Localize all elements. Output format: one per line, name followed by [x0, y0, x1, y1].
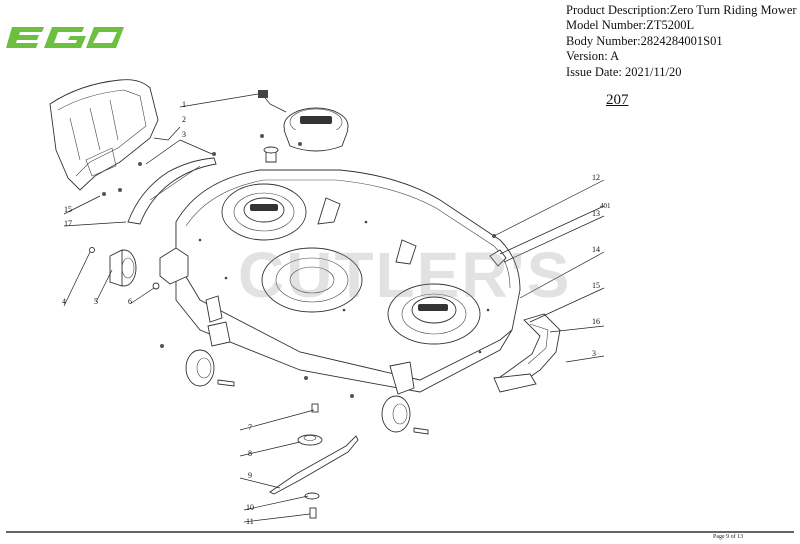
- gauge-wheels: [109, 249, 429, 435]
- callout-14: 14: [592, 245, 600, 254]
- dealer-watermark: CUTLER'S: [238, 239, 572, 311]
- callout-17: 17: [64, 219, 72, 228]
- chute-hinge: [489, 249, 507, 267]
- ego-logo: [6, 24, 124, 57]
- leader-lines: [63, 93, 605, 523]
- callout-7: 7: [248, 423, 252, 432]
- callout-15-right: 15: [592, 281, 600, 290]
- callout-labels: 1 2 3 15 17 4 5 6 7 8 9 10 11 12 401 13 …: [62, 100, 611, 526]
- callout-2: 2: [182, 115, 186, 124]
- callout-3-right: 3: [592, 349, 596, 358]
- callout-11: 11: [246, 517, 254, 526]
- discharge-chute: [49, 79, 159, 191]
- page-footer: Page 9 of 13: [713, 534, 744, 540]
- callout-12: 12: [592, 173, 600, 182]
- callout-13: 13: [592, 209, 600, 218]
- callout-8: 8: [248, 449, 252, 458]
- product-info-block: Product Description:Zero Turn Riding Mow…: [566, 3, 797, 80]
- callout-3: 3: [182, 130, 186, 139]
- callout-10: 10: [246, 503, 254, 512]
- product-description: Product Description:Zero Turn Riding Mow…: [566, 3, 797, 17]
- callout-16: 16: [592, 317, 600, 326]
- callout-5: 5: [94, 297, 98, 306]
- version: Version: A: [566, 49, 620, 64]
- callout-9: 9: [248, 471, 252, 480]
- callout-401: 401: [600, 202, 611, 210]
- blade-motor-top: [258, 90, 349, 152]
- callout-4: 4: [62, 297, 66, 306]
- mower-deck: [159, 169, 521, 395]
- spindle-hardware: [212, 134, 302, 163]
- diagram-page-number: 207: [606, 92, 629, 108]
- model-number: Model Number:ZT5200L: [566, 18, 695, 33]
- deflector-arm: [127, 157, 217, 225]
- blade-stack: [269, 403, 359, 519]
- callout-6: 6: [128, 297, 132, 306]
- callout-1: 1: [182, 100, 186, 109]
- side-deflector: [493, 313, 561, 393]
- issue-date: Issue Date: 2021/11/20: [566, 64, 682, 79]
- callout-15-left: 15: [64, 205, 72, 214]
- small-hardware: [89, 162, 496, 398]
- body-number: Body Number:2824284001S01: [566, 33, 723, 48]
